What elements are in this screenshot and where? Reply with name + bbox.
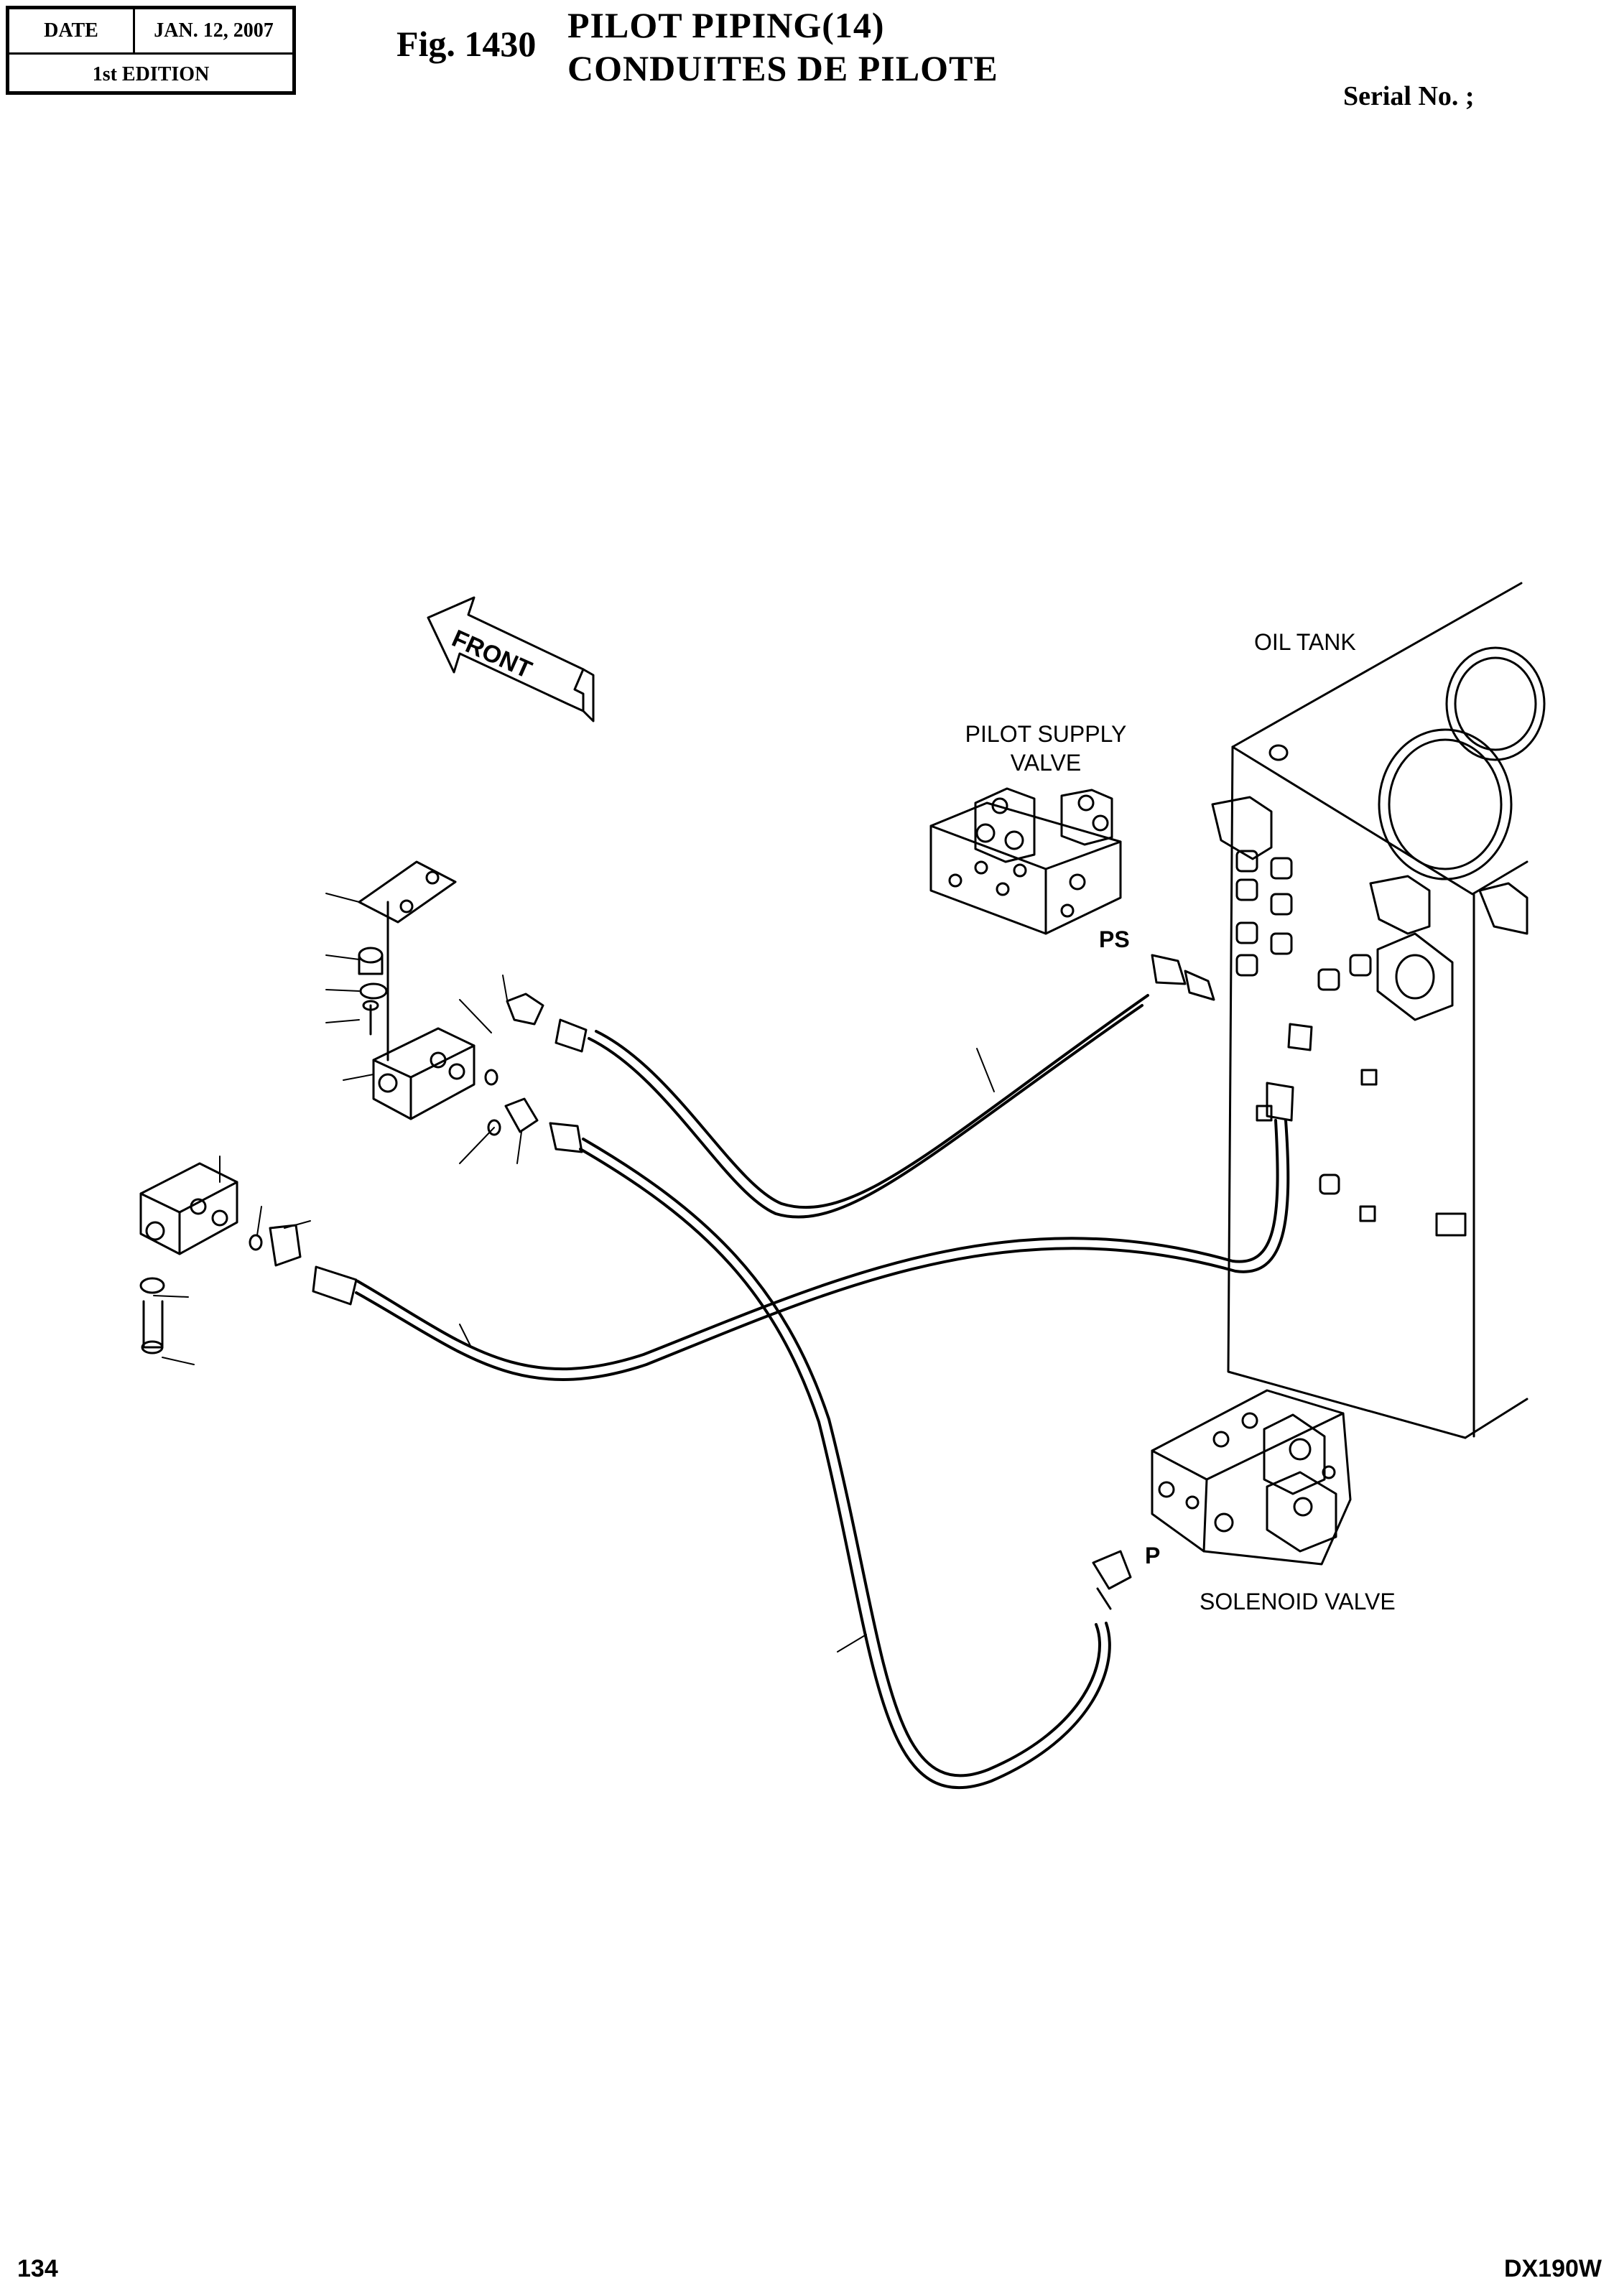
edition-label: 1st EDITION: [92, 63, 210, 85]
fittings: [249, 993, 1313, 1306]
solenoid-valve: [1092, 1389, 1352, 1610]
port-ps-label: PS: [1099, 926, 1130, 952]
solenoid-valve-label: SOLENOID VALVE: [1200, 1589, 1396, 1614]
figure-number: Fig. 1430: [396, 24, 537, 64]
page-number: 134: [17, 2255, 58, 2282]
front-arrow: [427, 596, 595, 722]
pilot-supply-valve-label-line1: PILOT SUPPLY: [965, 721, 1127, 747]
pilot-supply-valve: [929, 787, 1215, 1001]
lower-junction-block: [139, 1162, 238, 1354]
title-french: CONDUITES DE PILOTE: [567, 48, 998, 88]
title-english: PILOT PIPING(14): [567, 5, 885, 45]
leader-lines: [153, 893, 995, 1653]
pilot-supply-valve-label-line2: VALVE: [1010, 750, 1082, 776]
oil-tank-label: OIL TANK: [1254, 629, 1356, 655]
date-label: DATE: [9, 9, 135, 52]
upper-junction-block: [358, 860, 476, 1120]
port-p-label: P: [1145, 1543, 1161, 1568]
oil-tank-outline: [1211, 582, 1546, 1439]
date-row: DATE JAN. 12, 2007: [9, 9, 292, 55]
date-edition-box: DATE JAN. 12, 2007 1st EDITION: [6, 6, 296, 95]
date-value: JAN. 12, 2007: [154, 19, 274, 42]
hoses: [355, 994, 1290, 1790]
serial-number-label: Serial No. ;: [1343, 81, 1475, 111]
model-number: DX190W: [1503, 2255, 1602, 2282]
